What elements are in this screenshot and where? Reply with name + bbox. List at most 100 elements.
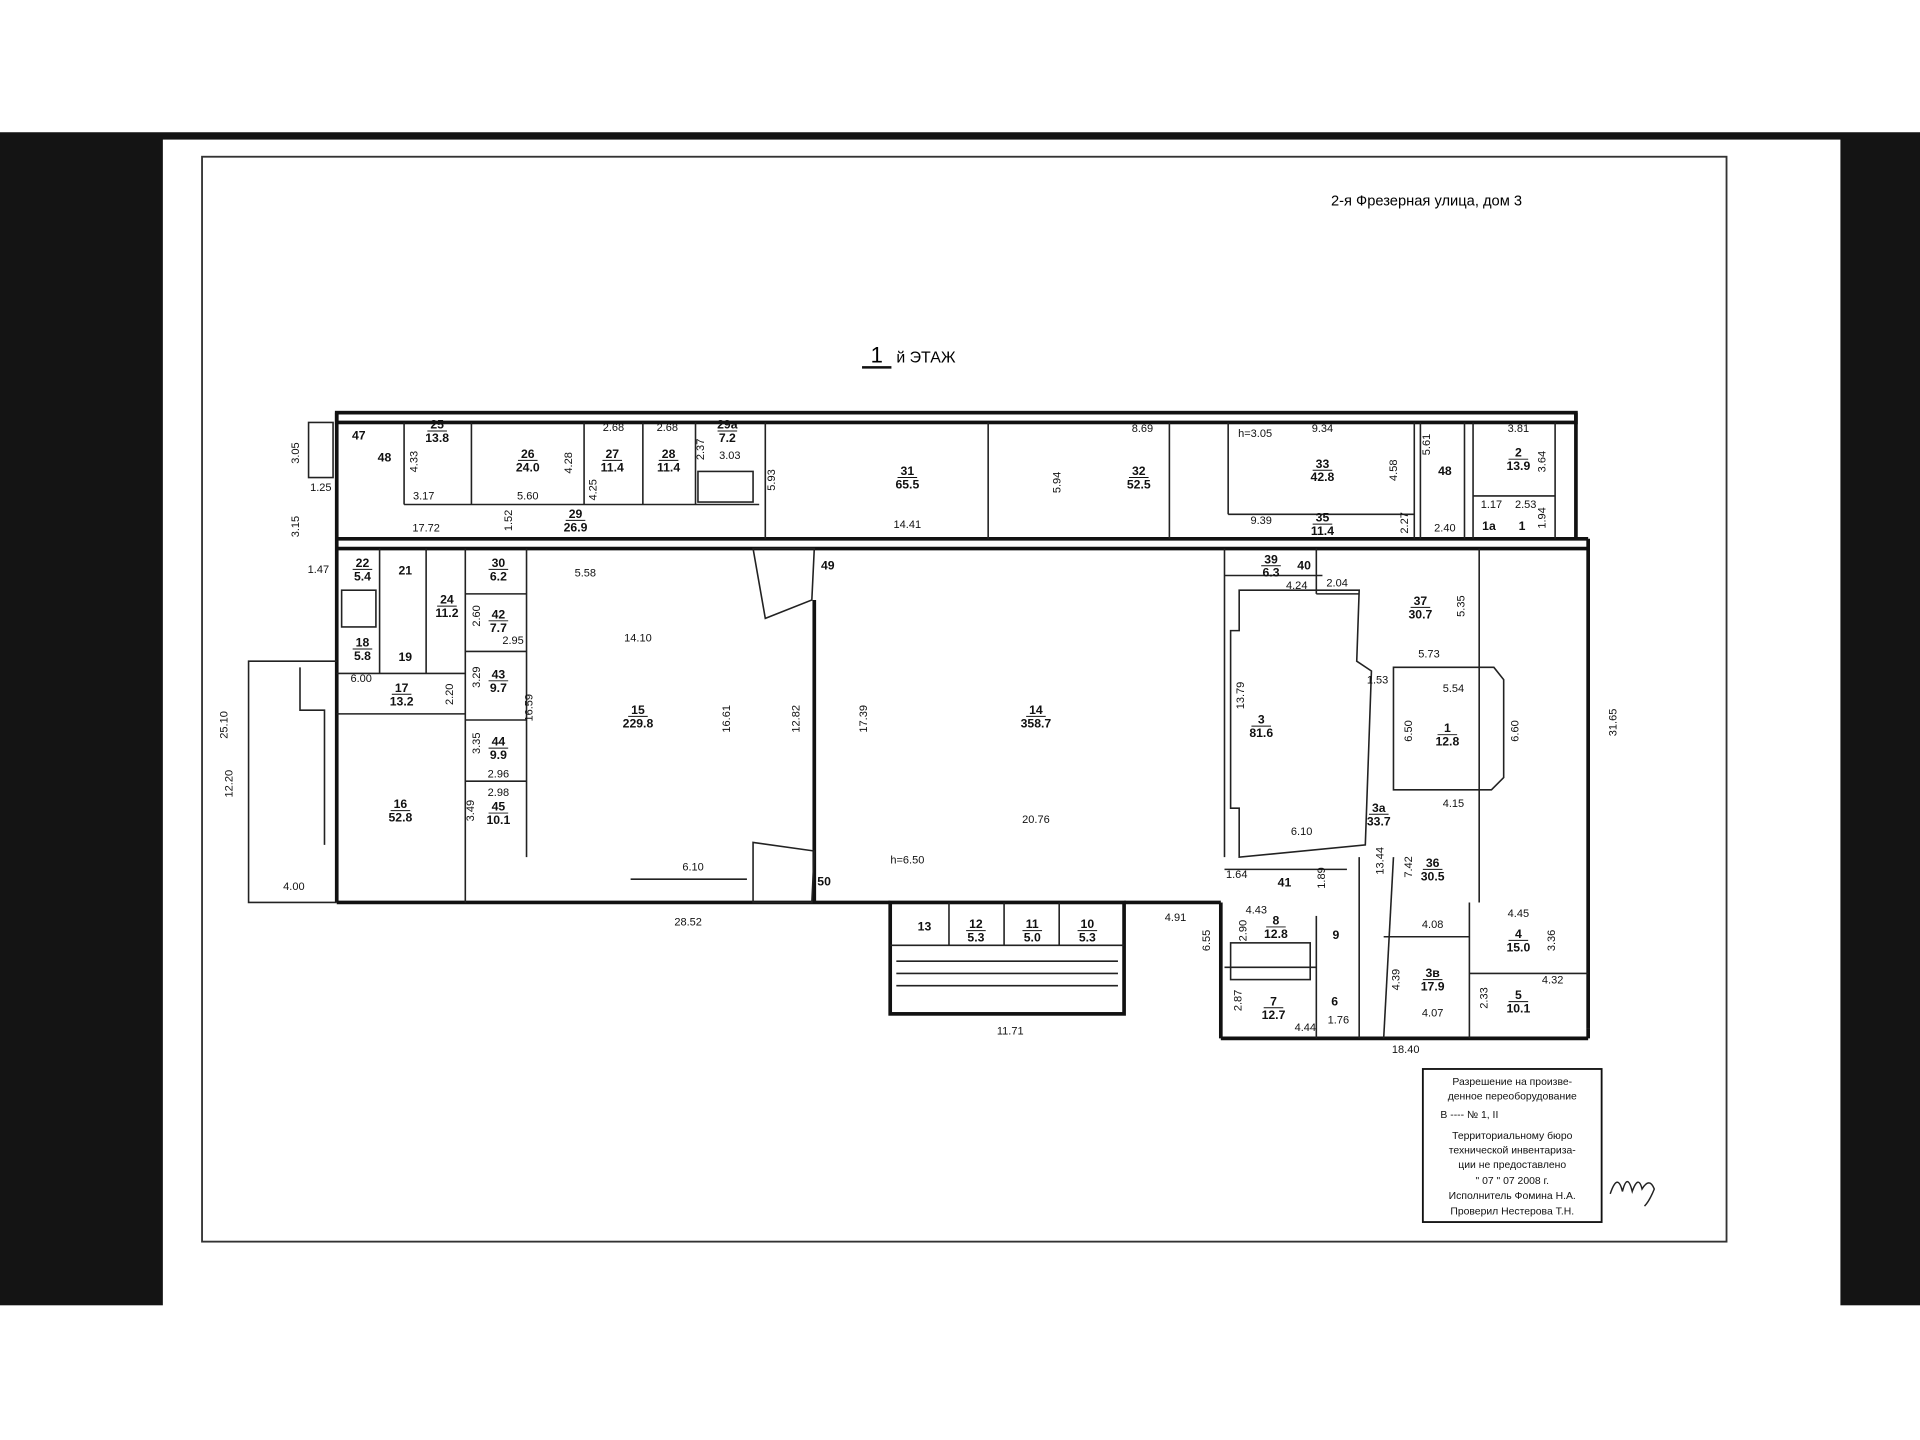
dimension-label: 3.17 (413, 491, 434, 503)
room-area: 81.6 (1249, 726, 1273, 740)
dimension-label: 1.89 (1316, 867, 1328, 888)
room-number: 35 (1316, 511, 1330, 525)
dimension-label: 1.53 (1367, 674, 1388, 686)
room-area: 11.4 (657, 460, 680, 474)
room-13: 13 (918, 920, 932, 934)
room-area: 52.5 (1127, 478, 1151, 492)
dimension-label: 17.39 (858, 705, 870, 733)
room-area: 24.0 (516, 460, 540, 474)
room-number: 30 (492, 556, 506, 570)
room-area: 30.5 (1421, 869, 1445, 883)
dimension-label: 6.55 (1201, 930, 1213, 951)
room-number: 27 (605, 447, 619, 461)
dimension-label: 4.28 (563, 452, 575, 473)
room-number: 47 (352, 429, 366, 443)
dimension-label: 5.61 (1421, 434, 1433, 455)
room-area: 9.9 (490, 748, 507, 762)
approval-stamp: Разрешение на произве- денное переоборуд… (1421, 1068, 1656, 1223)
scan-border-right (1840, 134, 1920, 1306)
room-number: 37 (1414, 594, 1428, 608)
room-area: 5.3 (967, 931, 984, 945)
room-number: 36 (1426, 856, 1440, 870)
room-1: 1 (1519, 519, 1526, 533)
dimension-label: 28.52 (674, 917, 702, 929)
dimension-label: 17.72 (412, 522, 440, 534)
room-number: 24 (440, 593, 454, 607)
room-area: 12.8 (1435, 735, 1459, 749)
room-area: 6.3 (1263, 566, 1280, 580)
room-4: 415.0 (1506, 927, 1530, 954)
dimension-label: h=6.50 (890, 854, 924, 866)
dimension-label: 6.50 (1403, 720, 1415, 741)
room-area: 52.8 (389, 811, 413, 825)
walls (247, 410, 1590, 1041)
room-area: 5.0 (1024, 931, 1041, 945)
dimension-label: 3.05 (290, 442, 302, 463)
stamp-line: В ---- № 1, II (1440, 1110, 1498, 1121)
dimension-label: 4.08 (1422, 919, 1443, 931)
room-area: 13.9 (1506, 459, 1530, 473)
room-number: 2 (1515, 446, 1522, 460)
floor-number: 1 (871, 342, 883, 367)
dimension-label: 25.10 (219, 711, 231, 739)
room-area: 10.1 (1506, 1002, 1530, 1016)
room-number: 4 (1515, 927, 1522, 941)
address-title: 2-я Фрезерная улица, дом 3 (1331, 194, 1522, 210)
room-number: 49 (821, 558, 835, 572)
dimension-label: 2.53 (1515, 499, 1536, 511)
room-number: 3 (1258, 713, 1265, 727)
room-number: 22 (356, 556, 370, 570)
room-number: 12 (969, 917, 983, 931)
dimension-label: 2.68 (603, 422, 624, 434)
room-number: 43 (492, 667, 506, 681)
room-number: 5 (1515, 988, 1522, 1002)
dimension-label: 7.42 (1403, 856, 1415, 877)
dimension-label: 4.44 (1295, 1022, 1316, 1034)
room-area: 12.8 (1264, 927, 1288, 941)
dimension-label: 1.94 (1536, 507, 1548, 528)
dimension-label: 5.58 (575, 568, 596, 580)
dimension-label: 5.60 (517, 491, 538, 503)
dimension-label: 4.32 (1542, 974, 1563, 986)
room-1: 112.8 (1435, 721, 1459, 748)
signature-mark (1609, 1180, 1656, 1207)
room-50: 50 (817, 874, 831, 888)
room-number: 44 (492, 735, 506, 749)
room-number: 31 (901, 464, 915, 478)
dimension-label: 3.29 (471, 666, 483, 687)
dimension-label: 12.20 (224, 770, 236, 798)
dimension-label: 2.04 (1326, 578, 1347, 590)
stamp-line: ции не предоставлено (1458, 1160, 1566, 1171)
dimension-label: 6.60 (1509, 720, 1521, 741)
dimension-label: 3.36 (1546, 930, 1558, 951)
dimension-label: 12.82 (791, 705, 803, 733)
room-number: 15 (631, 703, 645, 717)
room-area: 5.8 (354, 649, 371, 663)
dimension-label: 2.68 (657, 422, 678, 434)
room-labels: 47482513.82624.02711.42811.429а7.22926.9… (352, 418, 1530, 1022)
room-1а: 1а (1482, 519, 1496, 533)
dimension-label: 4.24 (1286, 580, 1307, 592)
room-30: 306.2 (488, 556, 509, 583)
stamp-line: денное переоборудование (1448, 1091, 1577, 1103)
room-10: 105.3 (1077, 917, 1098, 945)
dimension-label: 8.69 (1132, 423, 1153, 435)
dimension-label: 2.95 (502, 635, 523, 647)
dimension-label: 3.49 (465, 800, 477, 821)
room-area: 11.4 (601, 460, 624, 474)
dimension-label: 4.07 (1422, 1007, 1443, 1019)
room-number: 1 (1444, 721, 1451, 735)
room-8: 812.8 (1264, 913, 1288, 940)
dimension-label: 11.71 (997, 1026, 1024, 1038)
dimension-label: 3.03 (719, 450, 740, 462)
room-number: 13 (918, 920, 932, 934)
room-area: 26.9 (564, 520, 588, 534)
room-area: 12.7 (1262, 1008, 1286, 1022)
